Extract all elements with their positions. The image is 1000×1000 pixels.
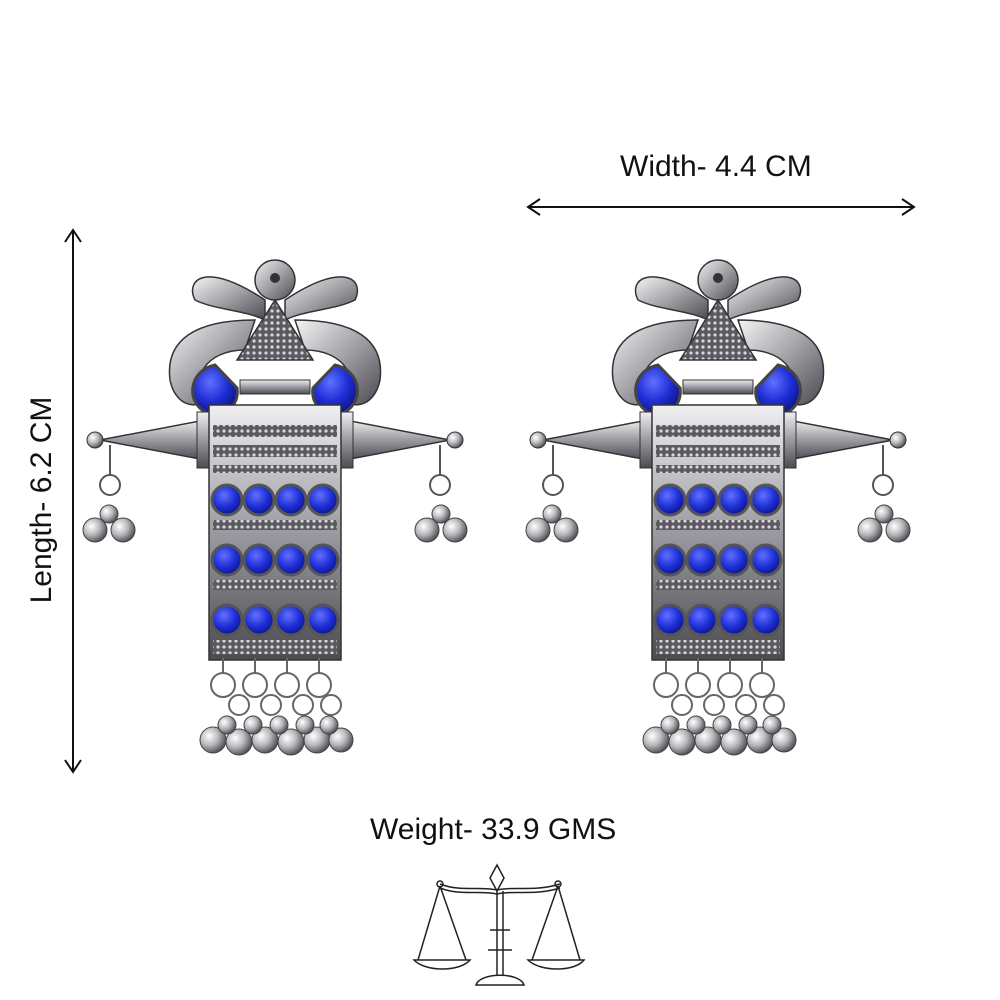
- double-arrow-vertical-icon: [64, 228, 82, 774]
- balance-scale-icon: [412, 863, 586, 986]
- earring-right: [524, 258, 912, 757]
- width-label: Width- 4.4 CM: [620, 150, 812, 183]
- double-arrow-horizontal-icon: [526, 198, 916, 216]
- earring-left: [81, 258, 469, 757]
- weight-label: Weight- 33.9 GMS: [370, 813, 617, 846]
